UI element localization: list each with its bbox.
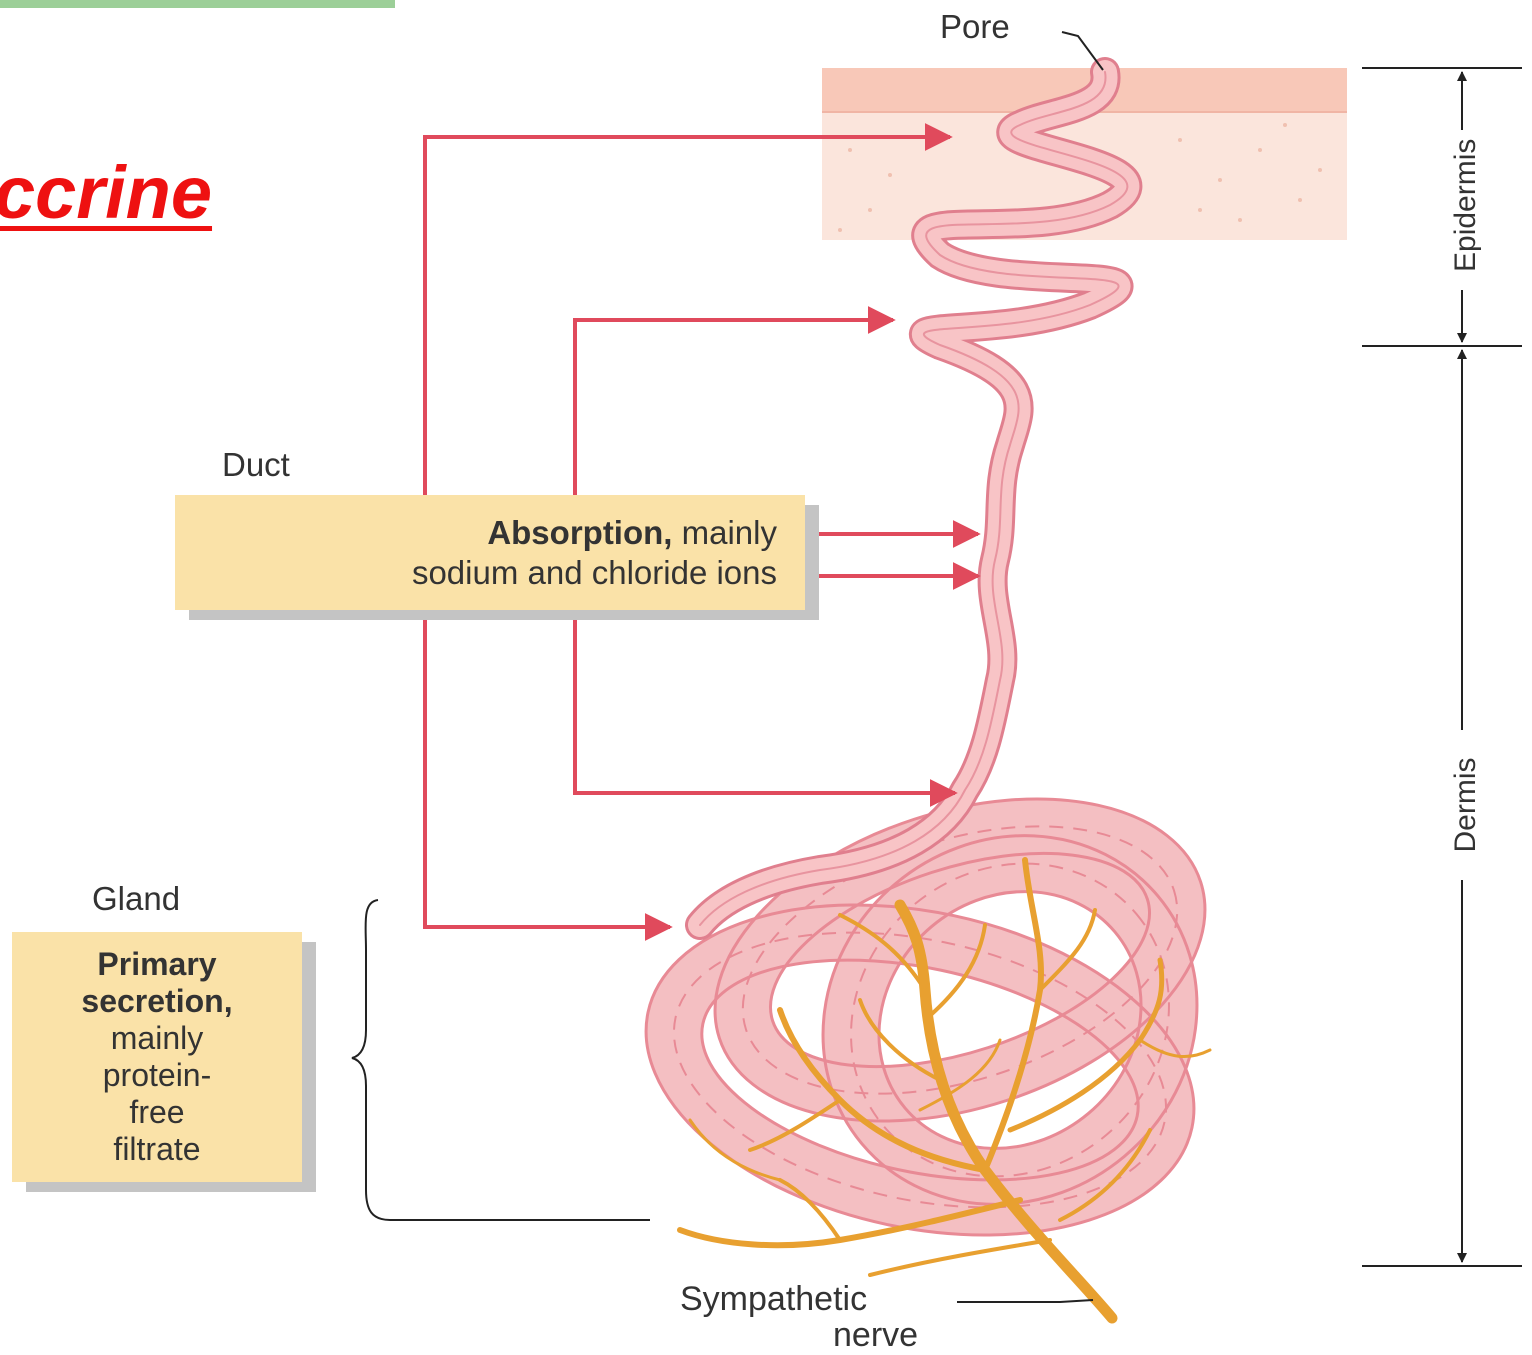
layer-scale	[1362, 68, 1522, 1266]
dermis-label: Dermis	[1449, 751, 1483, 859]
duct-absorption-text: Absorption, mainly sodium and chloride i…	[412, 513, 777, 593]
gland-secretion-box: Primary secretion, mainly protein- free …	[12, 932, 302, 1182]
secretion-line-4: protein-	[12, 1057, 302, 1094]
nerve-label: nerve	[833, 1316, 918, 1355]
absorption-bold: Absorption,	[487, 514, 672, 551]
secretion-bold-1: Primary	[12, 946, 302, 983]
absorption-line2: sodium and chloride ions	[412, 553, 777, 593]
page-title: ccrine	[0, 150, 212, 235]
epidermis-label: Epidermis	[1449, 138, 1483, 276]
duct-absorption-box: Absorption, mainly sodium and chloride i…	[175, 495, 805, 610]
secretion-line-3: mainly	[12, 1020, 302, 1057]
gland-label: Gland	[92, 880, 180, 918]
sympathetic-label: Sympathetic	[680, 1280, 867, 1319]
duct-label: Duct	[222, 446, 290, 484]
secretion-line-6: filtrate	[12, 1131, 302, 1168]
secretion-bold-2: secretion,	[12, 983, 302, 1020]
secretion-line-5: free	[12, 1094, 302, 1131]
gland-secretion-text: Primary secretion, mainly protein- free …	[12, 946, 302, 1168]
absorption-rest: mainly	[672, 514, 777, 551]
pore-label: Pore	[940, 8, 1010, 46]
